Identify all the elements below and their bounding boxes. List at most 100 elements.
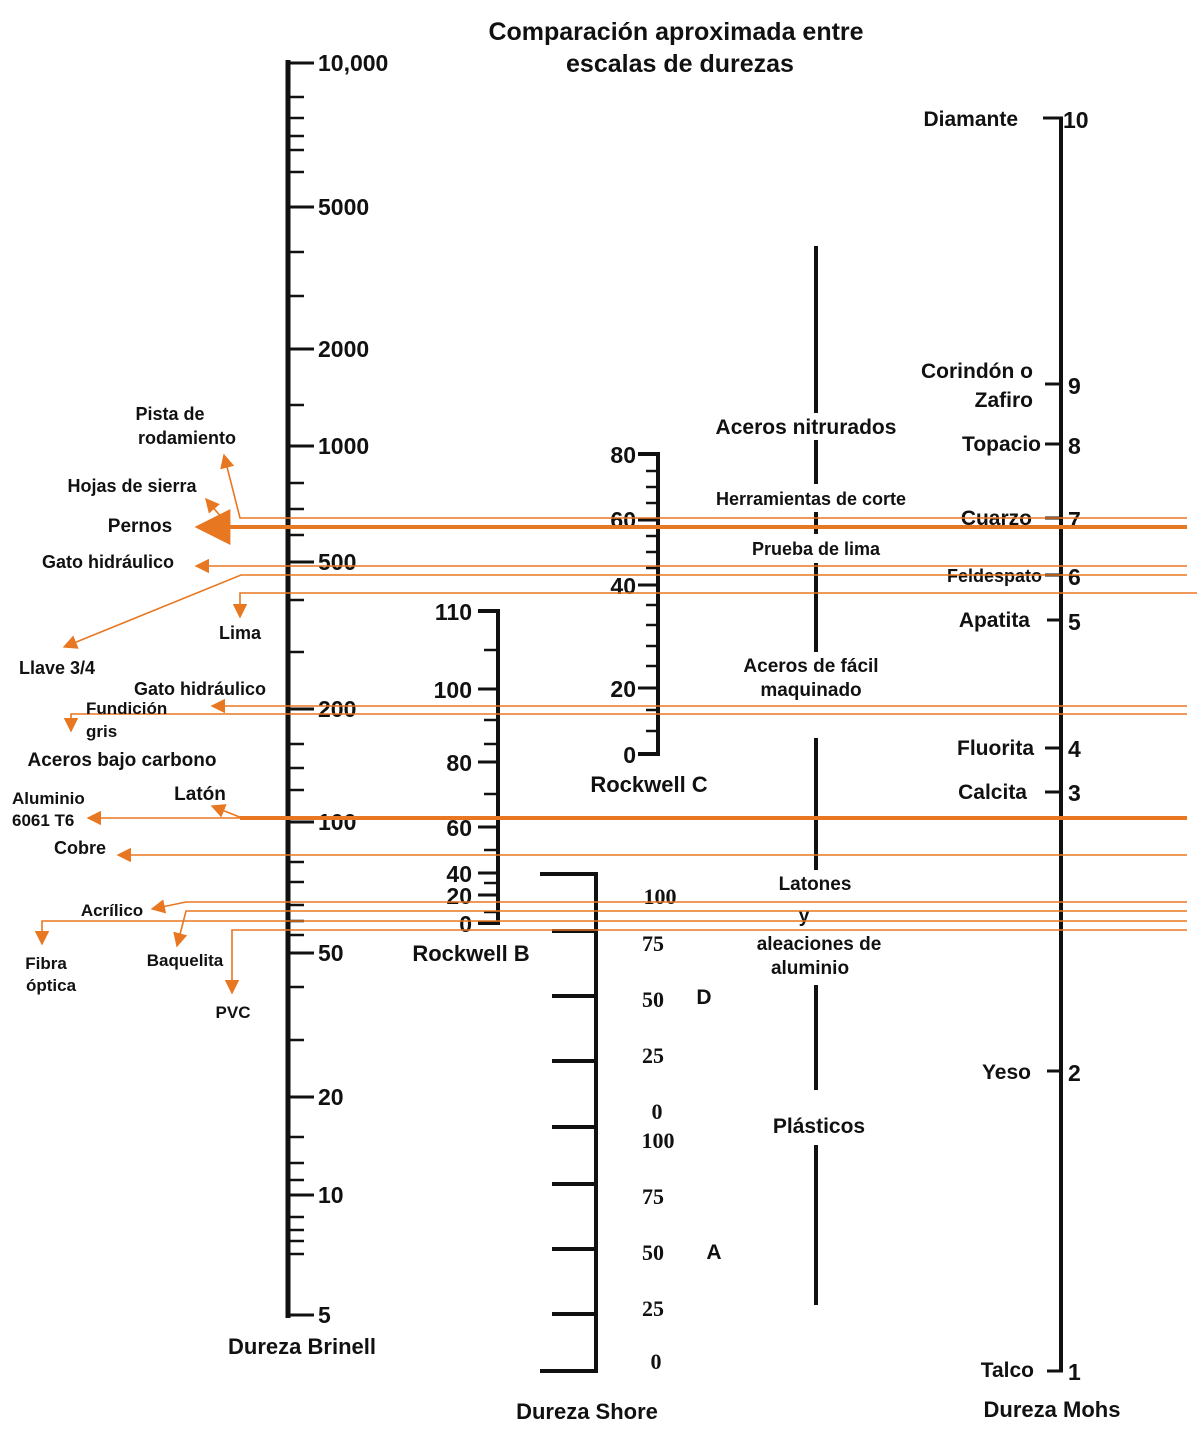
- annot-gato-2: Gato hidráulico: [134, 679, 266, 699]
- mohs-feldespato: Feldespato: [947, 566, 1042, 586]
- brinell-minor-ticks: [286, 95, 304, 1256]
- annot-fibra-2: óptica: [26, 976, 77, 995]
- diagram-title-line1: Comparación aproximada entre: [488, 18, 863, 46]
- diagram-title-line2: escalas de durezas: [566, 50, 794, 78]
- mohs-scale: 10 9 8 7 6 5 4 3 2 1 Diamante Corindón o…: [921, 107, 1120, 1422]
- brinell-tick-20: 20: [318, 1084, 344, 1110]
- brinell-tick-5000: 5000: [318, 194, 369, 220]
- mohs-value-2: 2: [1068, 1060, 1081, 1086]
- mohs-scale-label: Dureza Mohs: [984, 1397, 1121, 1422]
- brinell-tick-10000: 10,000: [318, 50, 388, 76]
- rockwell-c-tick-60: 60: [610, 507, 636, 533]
- brinell-tick-100: 100: [318, 809, 356, 835]
- rockwell-b-axis: [478, 609, 500, 925]
- annot-laton: Latón: [174, 784, 226, 805]
- brinell-tick-50: 50: [318, 940, 344, 966]
- brinell-tick-1000: 1000: [318, 433, 369, 459]
- shore-d-label: D: [696, 986, 711, 1009]
- orange-reference-lines: [34, 453, 1197, 995]
- shore-scale: 100 75 50 25 0 100 75 50 25 0 D A Dureza…: [516, 872, 722, 1424]
- shore-a-label: A: [706, 1241, 721, 1264]
- pista-rodamiento-arrow: [220, 453, 1187, 519]
- rockwell-b-tick-80: 80: [446, 750, 472, 776]
- annot-hojas-sierra: Hojas de sierra: [67, 476, 197, 496]
- annot-gato-1: Gato hidráulico: [42, 552, 174, 572]
- shore-d-tick-50: 50: [642, 987, 664, 1012]
- rockwell-b-tick-40: 40: [446, 861, 472, 887]
- rockwell-c-scale: 80 60 40 20 0 Rockwell C: [590, 442, 707, 797]
- shore-a-tick-100: 100: [642, 1128, 675, 1153]
- annot-lima: Lima: [219, 623, 262, 643]
- rockwell-b-tick-110: 110: [435, 599, 472, 625]
- mohs-calcita: Calcita: [958, 781, 1027, 804]
- shore-a-tick-0: 0: [651, 1349, 662, 1374]
- mohs-value-1: 1: [1068, 1359, 1081, 1385]
- mohs-topacio: Topacio: [962, 433, 1041, 456]
- label-latones-1: Latones: [779, 874, 852, 895]
- rockwell-c-minor-ticks: [646, 469, 658, 733]
- label-herramientas-corte: Herramientas de corte: [716, 489, 906, 509]
- mohs-diamante: Diamante: [923, 108, 1018, 131]
- rockwell-b-tick-100: 100: [434, 677, 472, 703]
- brinell-major-ticks: [286, 61, 314, 1317]
- rockwell-b-minor-ticks: [484, 648, 498, 914]
- rockwell-b-tick-20: 20: [446, 883, 472, 909]
- annot-pvc: PVC: [216, 1003, 251, 1022]
- lima-arrow: [232, 592, 1197, 619]
- annot-pernos: Pernos: [108, 516, 172, 537]
- brinell-tick-500: 500: [318, 549, 356, 575]
- label-aceros-facil-2: maquinado: [760, 680, 861, 701]
- mohs-value-9: 9: [1068, 373, 1081, 399]
- shore-scale-label: Dureza Shore: [516, 1399, 658, 1424]
- annot-acrilico: Acrílico: [81, 901, 143, 920]
- laton-arrow: [210, 804, 243, 819]
- annot-fibra-1: Fibra: [25, 954, 67, 973]
- mohs-value-8: 8: [1068, 433, 1081, 459]
- rockwell-c-tick-20: 20: [610, 676, 636, 702]
- mohs-apatita: Apatita: [959, 609, 1030, 632]
- shore-d-tick-25: 25: [642, 1043, 664, 1068]
- label-latones-4: aluminio: [771, 958, 849, 979]
- mohs-value-6: 6: [1068, 564, 1081, 590]
- annot-aluminio-2: 6061 T6: [12, 811, 74, 830]
- brinell-tick-200: 200: [318, 696, 356, 722]
- rockwell-c-tick-40: 40: [610, 573, 636, 599]
- acrilico-arrow: [150, 899, 1187, 914]
- mohs-value-4: 4: [1068, 736, 1081, 762]
- mohs-value-10: 10: [1063, 107, 1089, 133]
- label-plasticos: Plásticos: [773, 1115, 865, 1138]
- rockwell-b-label: Rockwell B: [412, 941, 529, 966]
- brinell-tick-5: 5: [318, 1302, 331, 1328]
- rockwell-c-tick-80: 80: [610, 442, 636, 468]
- fibra-optica-arrow: [34, 920, 1187, 946]
- label-aceros-nitrurados: Aceros nitrurados: [716, 416, 897, 439]
- mohs-value-5: 5: [1068, 609, 1081, 635]
- annot-llave: Llave 3/4: [19, 658, 95, 678]
- annotation-labels: Pista de rodamiento Hojas de sierra Pern…: [12, 404, 266, 1022]
- label-latones-3: aleaciones de: [757, 934, 882, 955]
- annot-fundicion-2: gris: [86, 722, 117, 741]
- rockwell-c-label: Rockwell C: [590, 772, 707, 797]
- mohs-yeso: Yeso: [982, 1061, 1031, 1084]
- pvc-arrow: [224, 929, 1187, 995]
- rockwell-c-tick-0: 0: [623, 742, 636, 768]
- brinell-scale-label: Dureza Brinell: [228, 1334, 376, 1359]
- label-prueba-lima: Prueba de lima: [752, 539, 881, 559]
- shore-d-tick-100: 100: [644, 884, 677, 909]
- shore-a-tick-50: 50: [642, 1240, 664, 1265]
- annot-pista-2: rodamiento: [138, 428, 236, 448]
- shore-d-tick-0: 0: [652, 1099, 663, 1124]
- shore-a-tick-25: 25: [642, 1296, 664, 1321]
- brinell-scale: 10,000 5000 2000 1000 500 200 100 50 20 …: [228, 50, 388, 1359]
- annot-pista-1: Pista de: [135, 404, 204, 424]
- baquelita-arrow: [173, 910, 1187, 948]
- annot-cobre: Cobre: [54, 838, 106, 858]
- brinell-tick-10: 10: [318, 1182, 344, 1208]
- llave-arrow: [62, 574, 1187, 649]
- mohs-talco: Talco: [981, 1359, 1034, 1382]
- label-aceros-facil-1: Aceros de fácil: [743, 656, 878, 677]
- annot-baquelita: Baquelita: [147, 951, 224, 970]
- shore-a-tick-75: 75: [642, 1184, 664, 1209]
- fundicion-gris-arrow: [63, 713, 1187, 733]
